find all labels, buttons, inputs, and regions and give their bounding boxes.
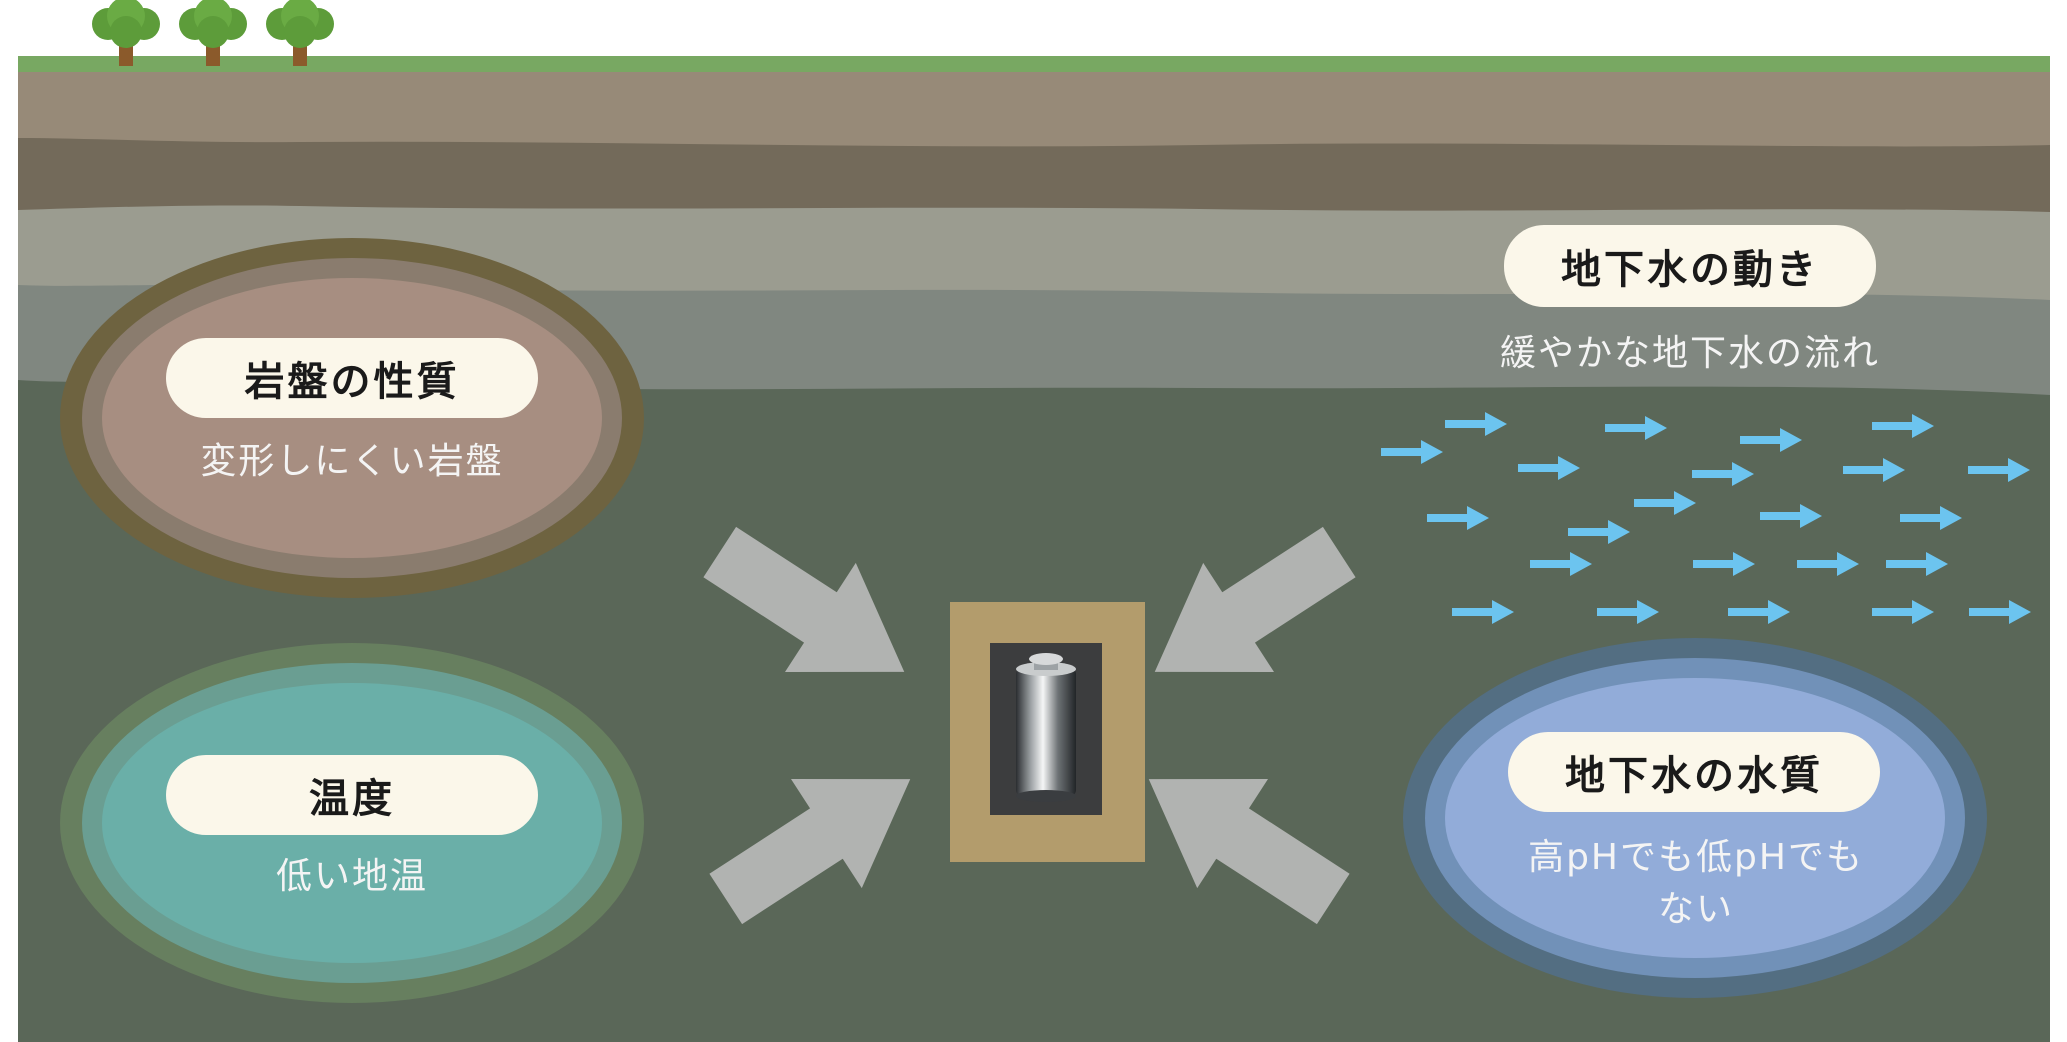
arrow-right-icon [1740,428,1802,452]
temperature-title: 温度 [166,755,538,835]
groundwater-movement-title: 地下水の動き [1504,225,1876,307]
tree-icon [266,0,334,66]
tree-icon [92,0,160,66]
arrow-right-icon [1445,412,1507,436]
groundwater-quality-ellipse [1403,638,1987,998]
topsoil-layer [18,58,2050,147]
tree-icon [179,0,247,66]
arrow-icon [709,779,911,925]
arrow-right-icon [1634,491,1696,515]
arrow-right-icon [1900,506,1962,530]
arrow-right-icon [1692,462,1754,486]
groundwater-movement-description: 緩やかな地下水の流れ [1499,333,1880,374]
arrow-right-icon [1843,458,1905,482]
arrow-right-icon [1969,600,2031,624]
trees [92,0,334,66]
arrow-right-icon [1427,506,1489,530]
temperature-description: 低い地温 [275,856,428,897]
arrow-icon [703,526,905,672]
arrow-right-icon [1452,600,1514,624]
groundwater-flow-arrows [1381,412,2031,624]
rock-property-description: 変形しにくい岩盤 [200,441,504,482]
canister-icon [1016,653,1076,802]
arrow-right-icon [1968,458,2030,482]
arrow-right-icon [1568,520,1630,544]
groundwater-quality-description: 高pHでも低pHでもない [1528,837,1864,930]
arrow-icon [1148,779,1350,925]
arrow-right-icon [1693,552,1755,576]
arrow-right-icon [1597,600,1659,624]
arrow-right-icon [1518,456,1580,480]
groundwater-quality-title: 地下水の水質 [1508,732,1880,812]
arrow-right-icon [1797,552,1859,576]
arrow-icon [1154,526,1356,672]
arrow-right-icon [1760,504,1822,528]
arrow-right-icon [1530,552,1592,576]
rock-property-title: 岩盤の性質 [166,338,538,418]
arrow-right-icon [1605,416,1667,440]
rock-property-ellipse [60,238,644,598]
arrow-right-icon [1381,440,1443,464]
grass-strip [18,56,2050,72]
repository [950,602,1145,862]
pressure-arrows [703,526,1356,925]
arrow-right-icon [1728,600,1790,624]
arrow-right-icon [1872,600,1934,624]
arrow-right-icon [1886,552,1948,576]
arrow-right-icon [1872,414,1934,438]
